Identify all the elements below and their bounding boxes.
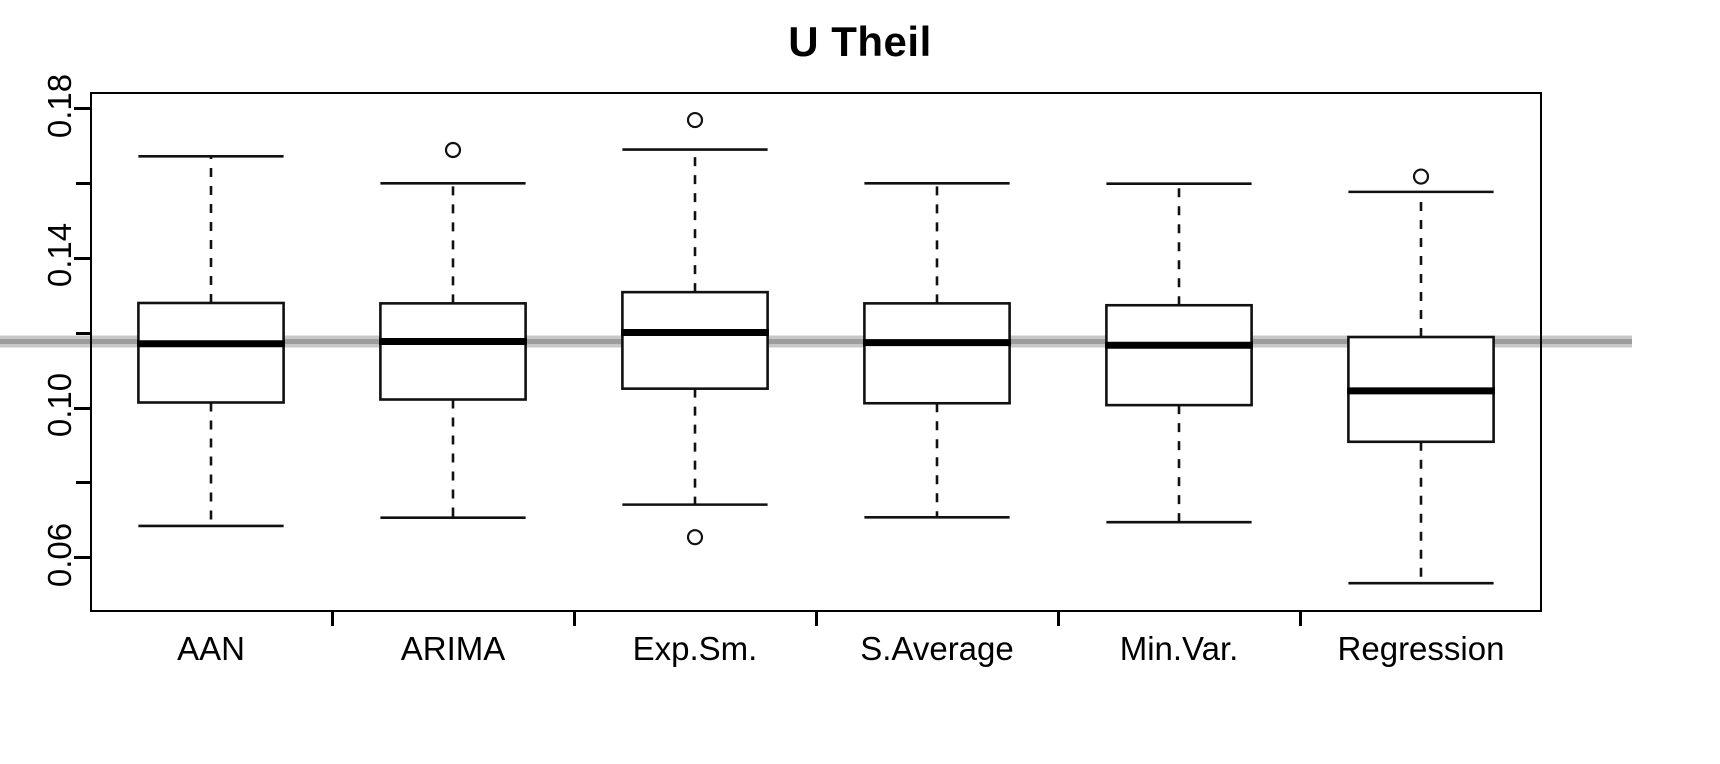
box-iqr [137, 301, 285, 404]
y-tick-label: 0.06 [41, 522, 78, 587]
y-axis-tick [76, 331, 90, 335]
y-axis-tick [76, 481, 90, 485]
x-tick-label-arima: ARIMA [400, 630, 506, 667]
outlier-point [444, 141, 462, 159]
boxplot-group-regression [1347, 168, 1495, 585]
x-tick-label-s-average: S.Average [860, 630, 1014, 667]
x-axis-tick [814, 612, 818, 626]
x-tick-label-regression: Regression [1337, 630, 1505, 667]
outlier-point [686, 111, 704, 129]
x-axis-tick [572, 612, 576, 626]
outlier-point [686, 529, 704, 546]
boxplot-canvas [0, 111, 1632, 585]
y-axis-tick [74, 107, 90, 111]
boxplot-group-arima [379, 141, 527, 520]
y-axis-tick [74, 406, 90, 410]
x-axis-tick [1298, 612, 1302, 626]
box-iqr [621, 290, 769, 390]
x-tick-label-min-var-: Min.Var. [1119, 630, 1239, 667]
chart-title: U Theil [788, 18, 932, 65]
boxplot-group-s-average [863, 181, 1011, 519]
y-axis-tick [74, 556, 90, 560]
x-tick-label-exp-sm-: Exp.Sm. [632, 630, 758, 667]
x-axis-tick [330, 612, 334, 626]
y-axis-tick [76, 182, 90, 186]
y-axis-tick [74, 256, 90, 260]
box-iqr [863, 302, 1011, 405]
box-iqr [379, 302, 527, 401]
boxplot-group-exp-sm- [621, 111, 769, 546]
y-tick-label: 0.10 [41, 373, 78, 438]
x-axis-tick [1056, 612, 1060, 626]
y-tick-label: 0.14 [41, 223, 78, 288]
outlier-point [1412, 168, 1430, 185]
box-iqr [1105, 303, 1253, 407]
reference-line-core [0, 339, 1632, 345]
y-tick-label: 0.18 [41, 73, 78, 138]
x-tick-label-aan: AAN [177, 630, 245, 667]
plot-frame-border [90, 92, 1542, 612]
boxplot-group-min-var- [1105, 182, 1253, 524]
boxplot-group-aan [137, 155, 285, 528]
plot-area [0, 92, 1632, 612]
